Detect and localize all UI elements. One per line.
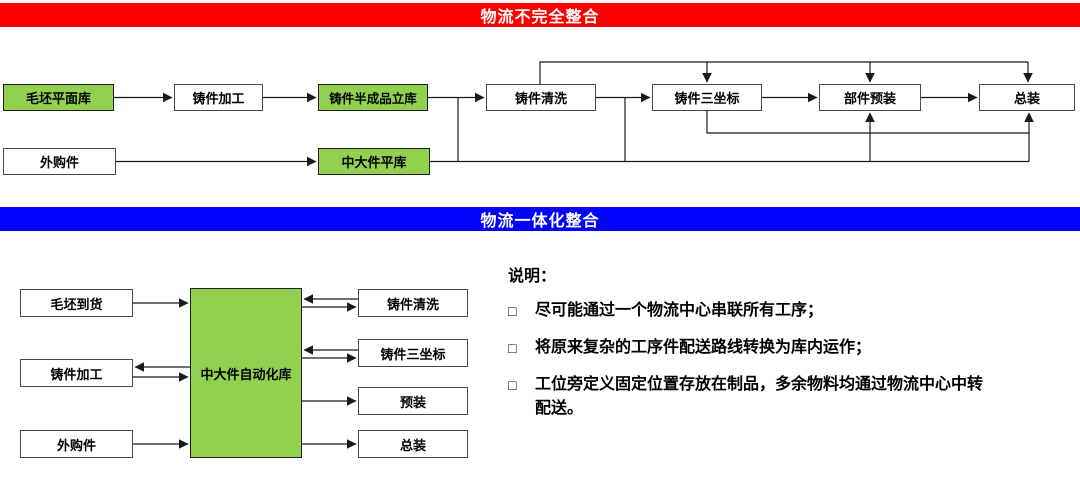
node-casting-cmm-2: 铸件三坐标: [358, 339, 468, 367]
note-bullet-2: □ 将原来复杂的工序件配送路线转换为库内运作；: [508, 336, 988, 360]
node-blank-arrival: 毛坯到货: [20, 289, 133, 317]
note-bullet-3: □ 工位旁定义固定位置存放在制品，多余物料均通过物流中心中转配送。: [508, 373, 988, 421]
node-part-preassembly: 部件预装: [819, 84, 921, 111]
node-casting-semi-finished-store: 铸件半成品立库: [318, 84, 428, 111]
edge-cmm-bottom-route: [706, 111, 1029, 134]
banner-integrated-logistics: 物流一体化整合: [0, 207, 1080, 231]
node-mid-large-automated-warehouse: 中大件自动化库: [190, 288, 302, 458]
node-purchased-parts-2: 外购件: [20, 430, 133, 458]
node-casting-machining: 铸件加工: [174, 84, 263, 111]
square-bullet-icon: □: [508, 340, 517, 356]
square-bullet-icon: □: [508, 303, 517, 319]
note-bullet-3-text: 工位旁定义固定位置存放在制品，多余物料均通过物流中心中转配送。: [535, 376, 984, 417]
banner-incomplete-integration: 物流不完全整合: [0, 3, 1080, 27]
node-final-assembly-2: 总装: [358, 430, 468, 458]
notes-title: 说明：: [508, 268, 557, 285]
top-diagram-edges: [114, 61, 1034, 167]
node-casting-cleaning-2: 铸件清洗: [358, 289, 468, 317]
node-blank-flat-store: 毛坯平面库: [3, 84, 114, 111]
node-purchased-parts: 外购件: [3, 148, 116, 175]
node-casting-machining-2: 铸件加工: [20, 359, 133, 387]
node-final-assembly: 总装: [979, 84, 1075, 111]
node-mid-large-flat-store: 中大件平库: [318, 148, 430, 175]
note-bullet-1-text: 尽可能通过一个物流中心串联所有工序；: [535, 302, 824, 319]
bottom-diagram-edges: [133, 294, 358, 449]
note-bullet-1: □ 尽可能通过一个物流中心串联所有工序；: [508, 299, 988, 323]
node-casting-cmm: 铸件三坐标: [652, 84, 762, 111]
note-bullet-2-text: 将原来复杂的工序件配送路线转换为库内运作；: [535, 339, 872, 356]
notes-panel: 说明： □ 尽可能通过一个物流中心串联所有工序； □ 将原来复杂的工序件配送路线…: [508, 262, 988, 434]
node-casting-cleaning: 铸件清洗: [486, 84, 596, 111]
edge-top-route: [539, 61, 1028, 84]
node-preassembly: 预装: [358, 387, 468, 415]
square-bullet-icon: □: [508, 377, 517, 393]
